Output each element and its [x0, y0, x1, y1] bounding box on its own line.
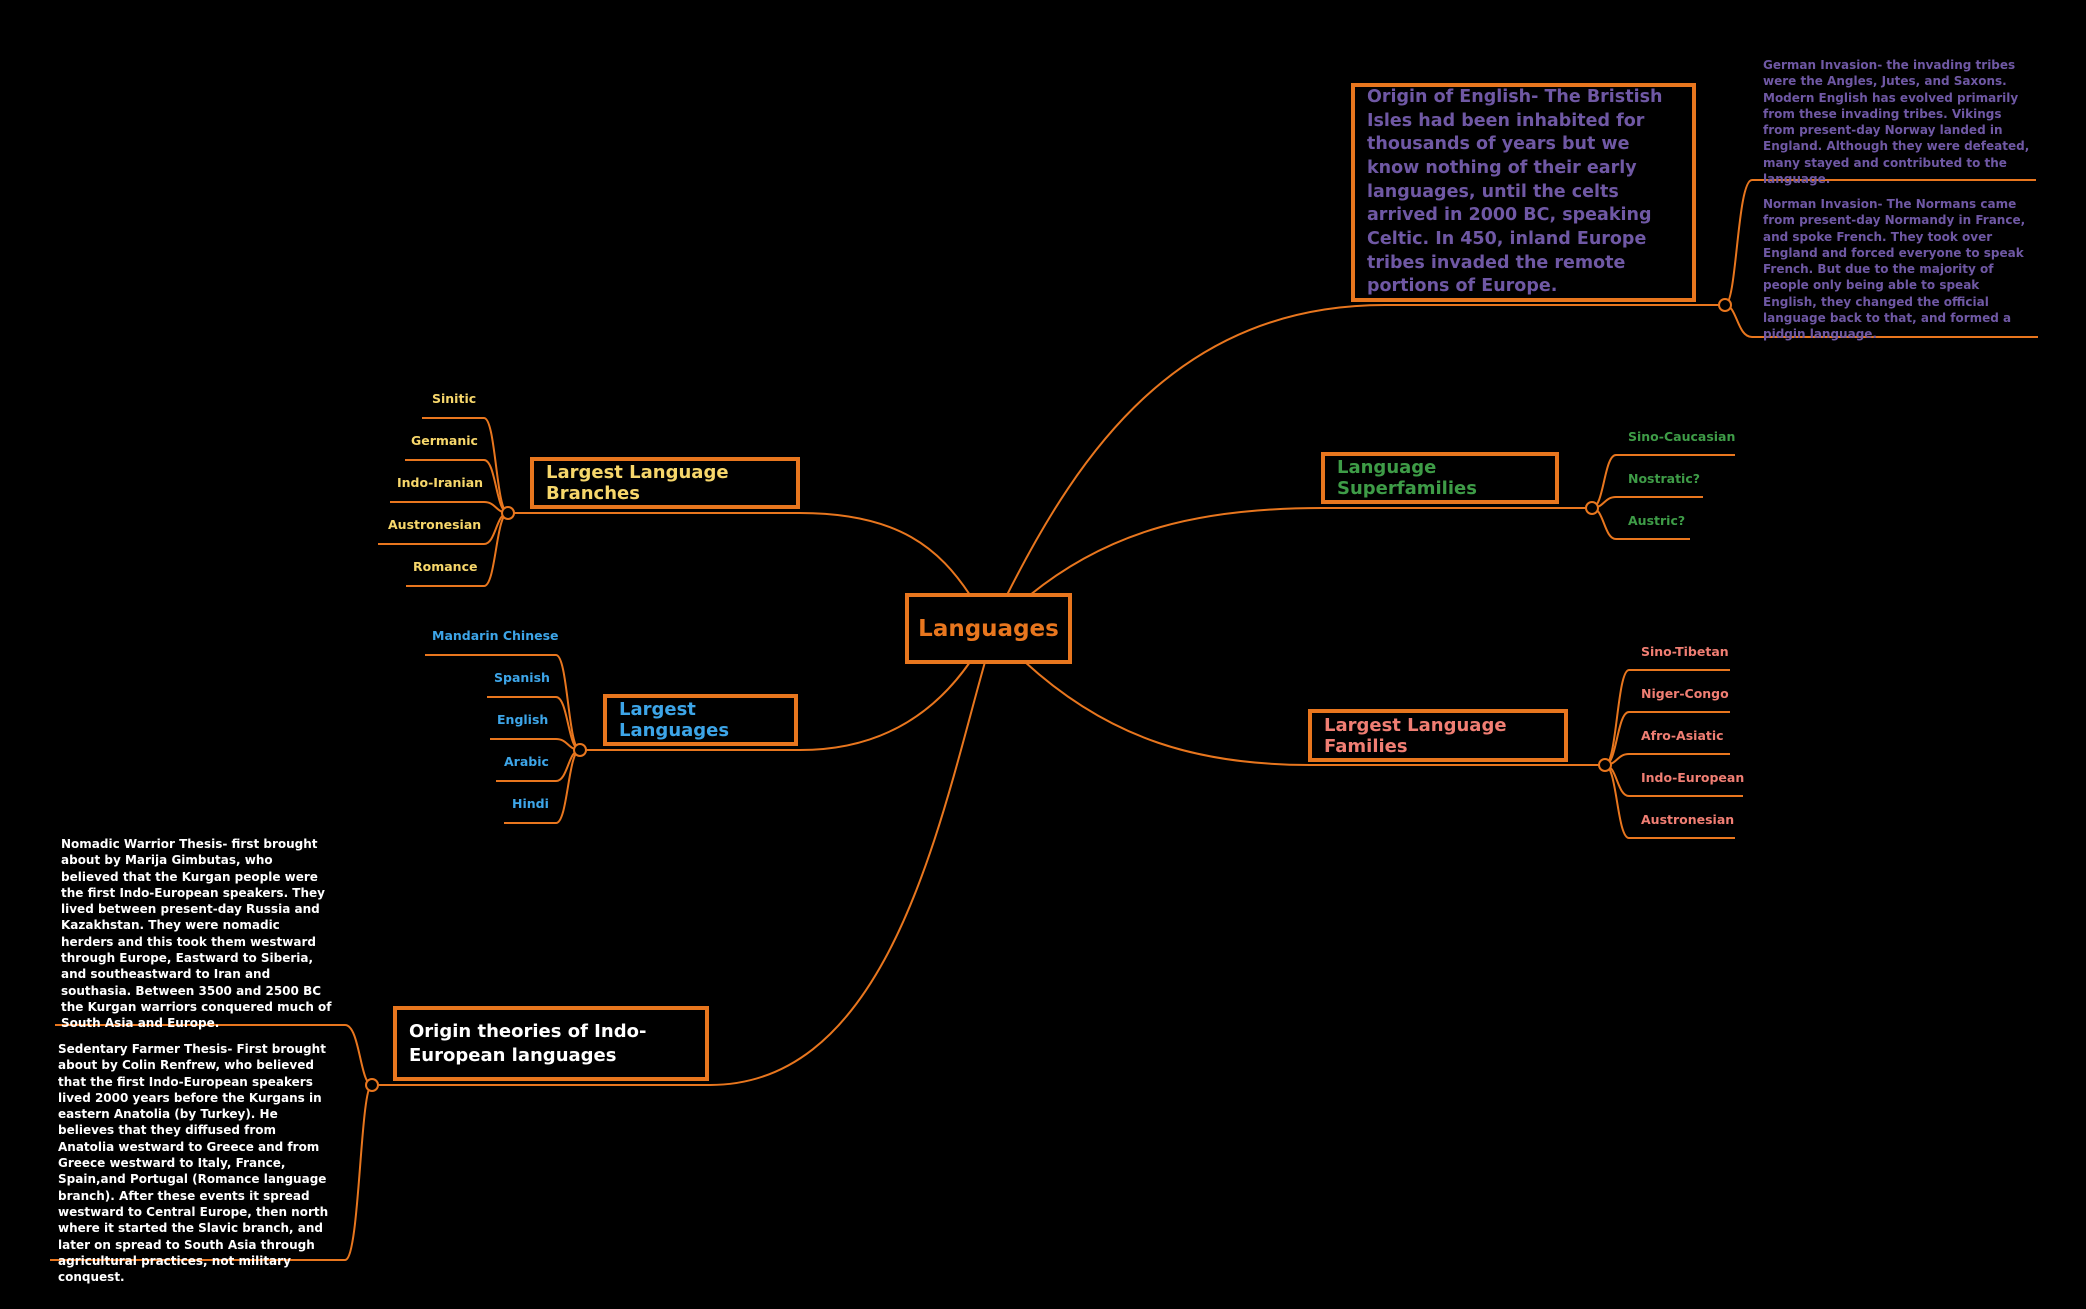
family-leaf[interactable]: Austronesian	[1641, 812, 1735, 827]
origin-english-topic[interactable]: Origin of English- The Bristish Isles ha…	[1351, 83, 1696, 302]
branch-leaf[interactable]: Sinitic	[432, 391, 477, 406]
edge-origin-theories	[372, 661, 986, 1086]
edge-families	[1024, 661, 1605, 766]
language-leaf[interactable]: Spanish	[494, 670, 550, 685]
origin-theories-topic[interactable]: Origin theories of Indo-European languag…	[393, 1006, 709, 1081]
edge-branches	[508, 512, 971, 596]
german-invasion-note[interactable]: German Invasion- the invading tribes wer…	[1763, 58, 2030, 187]
family-leaf[interactable]: Sino-Tibetan	[1641, 644, 1729, 659]
family-leaf[interactable]: Niger-Congo	[1641, 686, 1729, 701]
central-topic-label: Languages	[918, 615, 1059, 642]
families-title: Largest Language Families	[1324, 714, 1507, 757]
families-junction	[1598, 758, 1612, 772]
branches-junction	[501, 506, 515, 520]
largest-languages-junction	[573, 743, 587, 757]
superfamily-leaf[interactable]: Sino-Caucasian	[1628, 429, 1736, 444]
origin-theories-title: Origin theories of Indo-European languag…	[409, 1020, 647, 1066]
edge-largest-languages	[580, 661, 971, 751]
family-leaf[interactable]: Afro-Asiatic	[1641, 728, 1724, 743]
branch-leaf[interactable]: Austronesian	[388, 517, 482, 532]
branches-title: Largest Language Branches	[546, 462, 729, 504]
superfamilies-junction	[1585, 501, 1599, 515]
branch-leaf[interactable]: Indo-Iranian	[397, 475, 484, 490]
origin-english-title: Origin of English- The Bristish Isles ha…	[1367, 86, 1663, 297]
edge-origin-english	[1006, 304, 1725, 596]
norman-invasion-note[interactable]: Norman Invasion- The Normans came from p…	[1763, 197, 2026, 342]
branch-leaf[interactable]: Romance	[413, 559, 478, 574]
edge-superfamilies	[1029, 507, 1592, 596]
superfamilies-topic[interactable]: Language Superfamilies	[1321, 452, 1559, 504]
families-topic[interactable]: Largest Language Families	[1308, 709, 1568, 762]
origin-theories-junction	[365, 1078, 379, 1092]
language-leaf[interactable]: English	[497, 712, 549, 727]
superfamily-leaf[interactable]: Nostratic?	[1628, 471, 1700, 486]
central-topic[interactable]: Languages	[905, 593, 1072, 664]
language-leaf[interactable]: Arabic	[504, 754, 549, 769]
sedentary-farmer-note[interactable]: Sedentary Farmer Thesis- First brought a…	[58, 1042, 329, 1285]
superfamilies-title: Language Superfamilies	[1337, 457, 1477, 499]
branch-leaf[interactable]: Germanic	[411, 433, 478, 448]
nomadic-warrior-note[interactable]: Nomadic Warrior Thesis- first brought ab…	[61, 837, 332, 1031]
language-leaf[interactable]: Hindi	[512, 796, 549, 811]
language-leaf[interactable]: Mandarin Chinese	[432, 628, 559, 643]
largest-languages-title: Largest Languages	[619, 699, 730, 741]
family-leaf[interactable]: Indo-European	[1641, 770, 1745, 785]
largest-languages-topic[interactable]: Largest Languages	[603, 694, 798, 746]
branches-topic[interactable]: Largest Language Branches	[530, 457, 800, 509]
superfamily-leaf[interactable]: Austric?	[1628, 513, 1686, 528]
origin-english-junction	[1718, 298, 1732, 312]
